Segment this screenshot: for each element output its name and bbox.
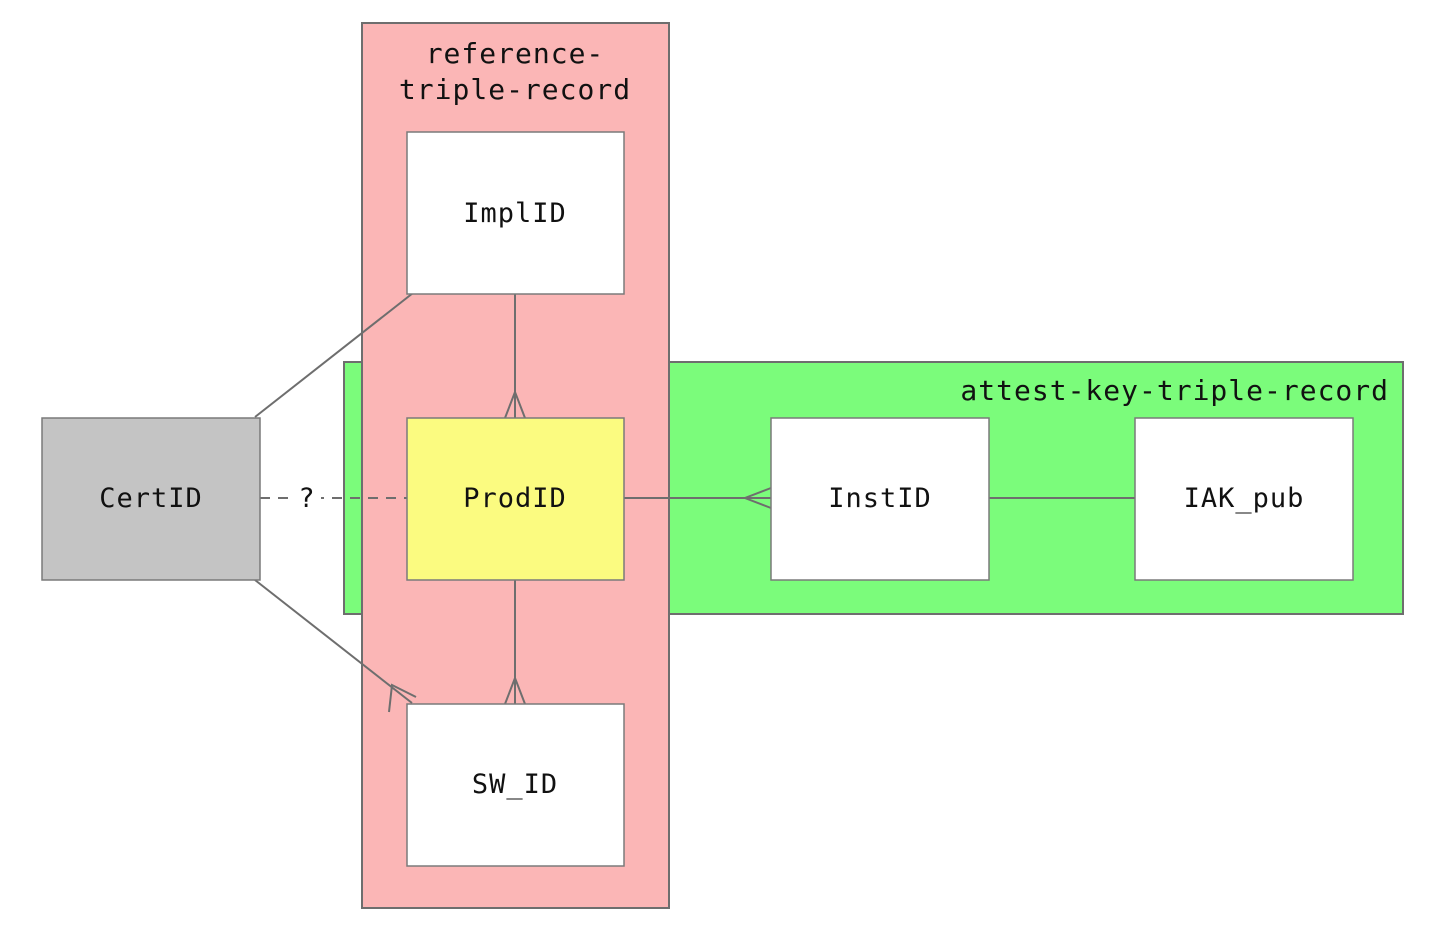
node-iakpub[interactable]: IAK_pub — [1134, 417, 1354, 581]
node-swid[interactable]: SW_ID — [406, 703, 625, 867]
reference-group-title-line2: triple-record — [399, 73, 631, 106]
node-iakpub-box[interactable] — [1134, 417, 1354, 581]
edge-certid-swid — [254, 579, 413, 704]
node-swid-box[interactable] — [406, 703, 625, 867]
node-certid[interactable]: CertID — [41, 417, 261, 581]
node-certid-box[interactable] — [41, 417, 261, 581]
node-implid-box[interactable] — [406, 131, 625, 295]
crowfoot-swid-top — [504, 675, 526, 705]
node-certid-label: CertID — [99, 483, 203, 514]
node-instid-box[interactable] — [770, 417, 990, 581]
node-prodid-label: ProdID — [463, 483, 567, 514]
node-iakpub-label: IAK_pub — [1184, 483, 1305, 514]
edge-label-backdrop — [293, 482, 321, 514]
attest-key-group-title: attest-key-triple-record — [960, 374, 1389, 407]
crowfoot-instid-left — [742, 487, 772, 509]
node-swid-label: SW_ID — [472, 769, 558, 800]
crowfoot-swid-left — [388, 683, 417, 713]
node-instid-label: InstID — [828, 483, 932, 514]
edges — [254, 292, 1135, 713]
reference-group-title-line1: reference- — [426, 37, 605, 70]
node-prodid-box[interactable] — [406, 417, 625, 581]
edge-certid-implid — [254, 292, 414, 418]
crowfoot-prodid-top — [504, 389, 526, 419]
node-implid-label: ImplID — [463, 198, 567, 229]
node-instid[interactable]: InstID — [770, 417, 990, 581]
node-prodid[interactable]: ProdID — [406, 417, 625, 581]
node-implid[interactable]: ImplID — [406, 131, 625, 295]
edge-label-question: ? — [298, 483, 315, 514]
